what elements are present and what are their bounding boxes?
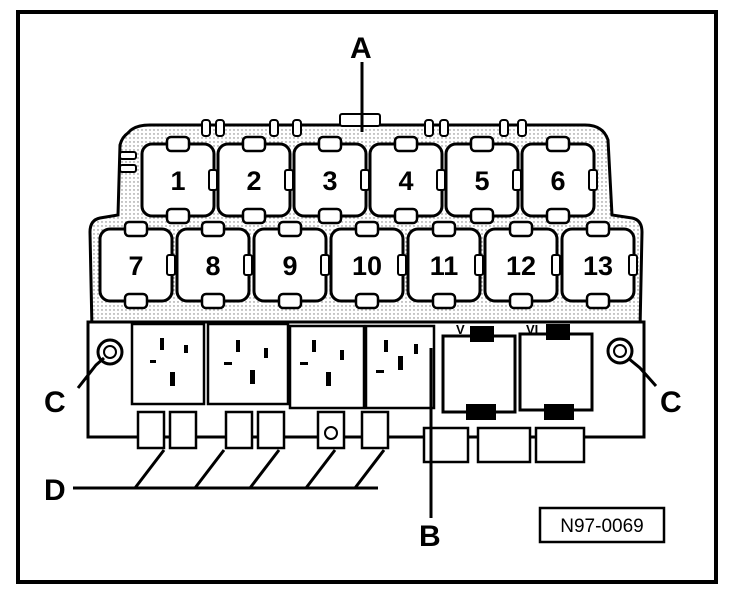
relay-slot-4: 4 [368,135,446,225]
relay-slot-12: 12 [483,220,561,310]
relay-v: V [441,322,517,420]
callout-a: A [350,32,372,65]
relay-slot-3: 3 [292,135,370,225]
relay-slot-number: 2 [246,166,261,196]
relay-v-label: V [456,322,465,337]
reference-code: N97-0069 [560,516,643,537]
relay-slot-10: 10 [329,220,407,310]
relay-slots-top-row: 1 2 3 4 5 6 [140,135,598,225]
relay-slot-number: 6 [550,166,565,196]
relay-slot-5: 5 [444,135,522,225]
relay-slot-1: 1 [140,135,218,225]
reference-box [538,506,666,544]
relay-slot-9: 9 [252,220,330,310]
fuse-block-contacts [150,338,418,386]
relay-slot-8: 8 [175,220,253,310]
relay-vi: VI [518,322,594,420]
relay-vi-label: VI [526,322,538,337]
relay-slot-number: 4 [398,166,413,196]
relay-slots-bottom-row: 7 8 9 10 11 12 13 [98,220,638,310]
outer-frame [16,10,718,584]
relay-slot-number: 10 [352,251,382,281]
relay-slot-number: 8 [205,251,220,281]
leader-lines [73,62,658,518]
relay-connectors [422,426,586,464]
connector-pin [324,426,338,440]
relay-slot-13: 13 [560,220,638,310]
housing-clips [119,113,527,173]
callout-d: D [44,474,66,507]
mounting-screw-right [606,337,634,365]
fuse-blocks [130,322,436,410]
relay-slot-number: 12 [506,251,536,281]
relay-slot-number: 11 [430,251,459,281]
callout-c-right: C [660,386,682,419]
callout-b: B [419,520,441,553]
relay-slot-number: 1 [170,166,185,196]
relay-slot-7: 7 [98,220,176,310]
relay-slot-6: 6 [520,135,598,225]
callout-c-left: C [44,386,66,419]
relay-slot-number: 5 [474,166,489,196]
relay-slot-number: 7 [128,251,143,281]
relay-slot-2: 2 [216,135,294,225]
relay-slot-number: 3 [322,166,337,196]
relay-slot-number: 13 [583,251,613,281]
relay-slot-11: 11 [406,220,484,310]
connector-teeth [136,410,390,450]
relay-slot-number: 9 [282,251,297,281]
